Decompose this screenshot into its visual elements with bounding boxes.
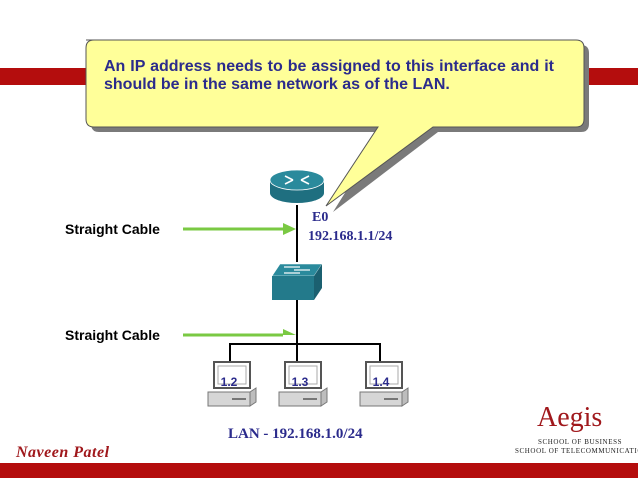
host-label-1: 1.2 [220,375,238,389]
pc-icon-1 [207,361,257,407]
cable-label-top: Straight Cable [65,221,160,237]
lan-bus [229,343,381,362]
logo-wordmark: Aegis [537,402,603,433]
interface-name: E0 [312,210,329,225]
pc-icon-2 [278,361,328,407]
callout-shape [85,39,585,207]
switch-icon [271,263,323,300]
lan-label: LAN - 192.168.1.0/24 [228,426,363,442]
cable-label-bottom: Straight Cable [65,327,160,343]
logo-subtitle-2: SCHOOL OF TELECOMMUNICATION [515,447,638,455]
cable-arrow-2 [183,329,296,341]
logo-subtitle-1: SCHOOL OF BUSINESS [538,438,623,446]
callout-text: An IP address needs to be assigned to th… [104,58,554,93]
host-label-3: 1.4 [372,375,390,389]
router-icon [269,169,325,203]
pc-icon-3 [359,361,409,407]
author-name: Naveen Patel [16,444,110,461]
interface-ip: 192.168.1.1/24 [308,229,393,244]
host-label-2: 1.3 [291,375,309,389]
bottom-band [0,463,638,478]
cable-arrow-1 [183,223,296,235]
